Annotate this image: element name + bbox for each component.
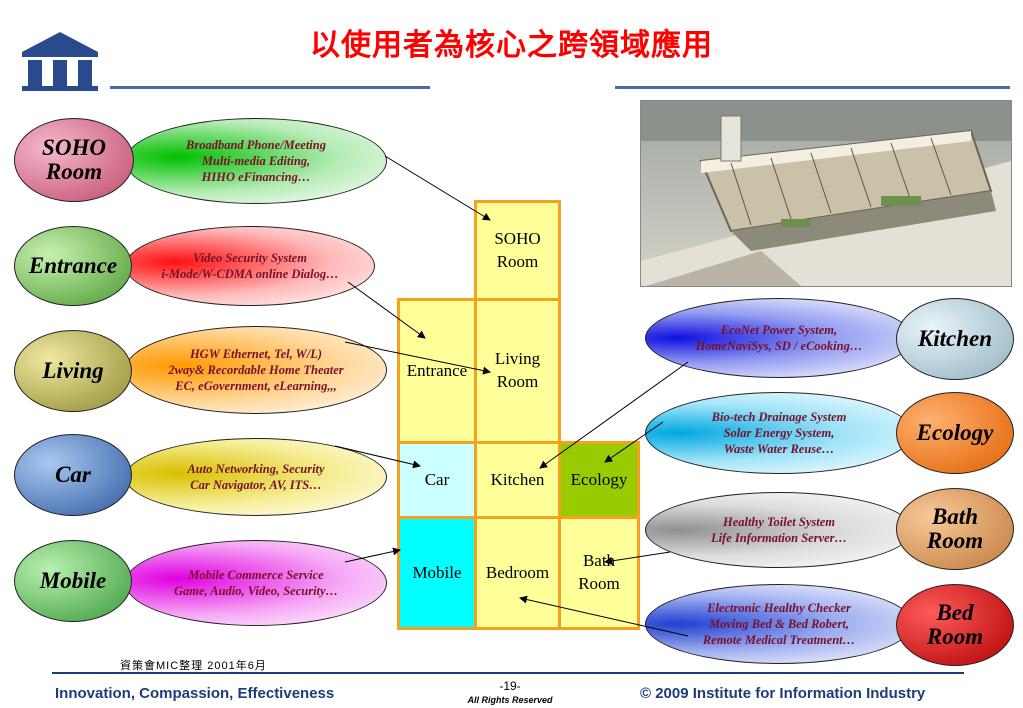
category-oval-ecology: Ecology <box>896 392 1014 474</box>
header-rule-right <box>615 86 1010 89</box>
footer-page-number: -19- <box>499 679 521 693</box>
desc-oval-bath-room: Healthy Toilet System Life Information S… <box>645 492 913 568</box>
desc-oval-ecology: Bio-tech Drainage System Solar Energy Sy… <box>645 392 913 474</box>
header-rule-left <box>110 86 430 89</box>
footer-copyright: © 2009 Institute for Information Industr… <box>640 685 926 702</box>
grid-cell-bedroom: Bedroom <box>474 516 561 630</box>
category-oval-car: Car <box>14 434 132 516</box>
grid-cell-ecology: Ecology <box>558 441 640 519</box>
desc-oval-soho: Broadband Phone/Meeting Multi-media Edit… <box>125 118 387 204</box>
footer-rights: All Rights Reserved <box>467 695 553 705</box>
iii-logo <box>18 30 102 92</box>
category-oval-entrance: Entrance <box>14 226 132 306</box>
category-oval-bed-room: Bed Room <box>896 584 1014 666</box>
footer-rule <box>52 672 964 674</box>
category-oval-living: Living <box>14 330 132 412</box>
category-oval-bath-room: Bath Room <box>896 488 1014 570</box>
desc-oval-entrance: Video Security System i-Mode/W-CDMA onli… <box>125 226 375 306</box>
grid-cell-soho-room: SOHO Room <box>474 200 561 301</box>
footer-slogan: Innovation, Compassion, Effectiveness <box>55 685 335 702</box>
smart-home-building-photo <box>640 100 1012 287</box>
desc-oval-bed-room: Electronic Healthy Checker Moving Bed & … <box>645 584 913 664</box>
category-oval-kitchen: Kitchen <box>896 298 1014 380</box>
grid-cell-kitchen: Kitchen <box>474 441 561 519</box>
grid-cell-entrance: Entrance <box>397 298 477 444</box>
page-title: 以使用者為核心之跨領域應用 <box>310 28 713 63</box>
desc-oval-living: HGW Ethernet, Tel, W/L) 2way& Recordable… <box>125 326 387 414</box>
grid-cell-mobile: Mobile <box>397 516 477 630</box>
grid-cell-bath-room: Bath Room <box>558 516 640 630</box>
desc-oval-kitchen: EcoNet Power System, HomeNaviSys, SD / e… <box>645 298 913 378</box>
source-note: 資策會MIC整理 2001年6月 <box>120 660 267 672</box>
grid-cell-car: Car <box>397 441 477 519</box>
category-oval-soho-room: SOHO Room <box>14 118 134 202</box>
category-oval-mobile: Mobile <box>14 540 132 622</box>
desc-oval-car: Auto Networking, Security Car Navigator,… <box>125 438 387 516</box>
desc-oval-mobile: Mobile Commerce Service Game, Audio, Vid… <box>125 540 387 626</box>
grid-cell-living-room: Living Room <box>474 298 561 444</box>
